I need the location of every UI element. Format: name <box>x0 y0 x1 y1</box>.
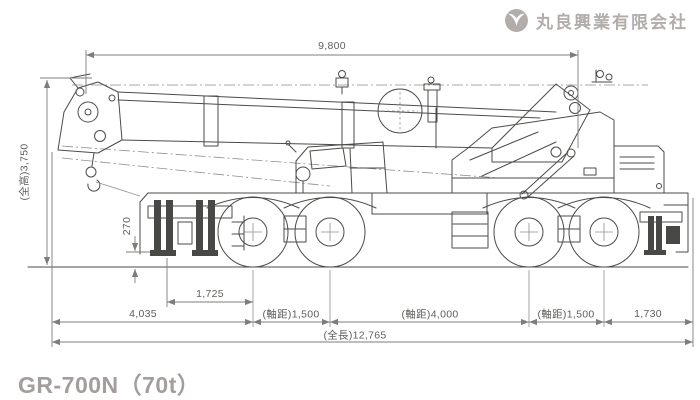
rear-outrigger <box>639 192 689 255</box>
company-name: 丸良興業有限会社 <box>536 13 688 32</box>
carrier-chassis <box>139 192 665 255</box>
dimension-lines <box>40 50 694 347</box>
wheel-axle4 <box>557 196 651 327</box>
dim-wheelbase-3-4: (軸距)1,500 <box>537 308 595 321</box>
operator-cab <box>285 140 388 194</box>
front-outrigger <box>147 200 245 256</box>
dim-wheelbase-2-3: (軸距)4,000 <box>401 308 459 321</box>
boom-pivot-bracket <box>491 69 613 163</box>
dim-ground-clearance: 270 <box>121 216 133 236</box>
model-title: GR-700N（70t） <box>18 372 201 398</box>
wheels <box>206 196 651 327</box>
dim-rear-overhang: 1,730 <box>634 308 662 320</box>
winch-and-exhaust <box>377 76 441 134</box>
wheel-axle1 <box>206 196 300 327</box>
centerlines <box>61 84 648 187</box>
superstructure <box>451 111 665 194</box>
dim-overall-height: (全高)3,750 <box>18 143 31 201</box>
dim-boom-length: 9,800 <box>318 40 346 52</box>
boom-lift-cylinder <box>519 148 576 200</box>
dim-front-overhang: 4,035 <box>129 308 157 320</box>
company-brand: 丸良興業有限会社 <box>504 8 688 33</box>
telescopic-boom <box>117 70 557 149</box>
dim-outrigger-to-axle1: 1,725 <box>196 288 224 300</box>
hook-block <box>85 166 97 178</box>
dim-overall-length: (全長)12,765 <box>323 329 387 342</box>
engine-hood <box>613 145 665 194</box>
wheel-axle2 <box>283 196 377 327</box>
dim-wheelbase-1-2: (軸距)1,500 <box>262 308 320 321</box>
company-logo-icon <box>505 9 528 32</box>
